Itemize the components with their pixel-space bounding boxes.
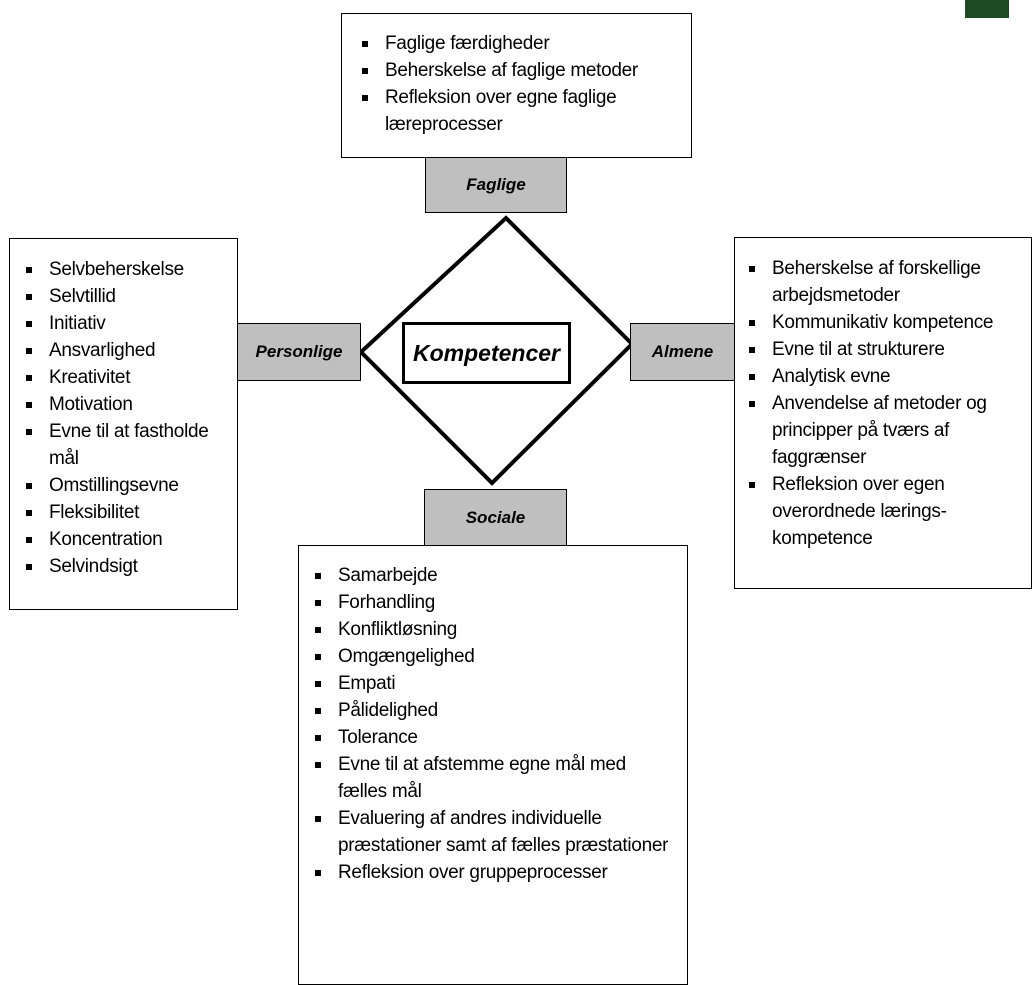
corner-logo-mark [965,0,1009,18]
list-item: Refleksion over gruppeprocesser [309,859,669,886]
list-item: Forhandling [309,589,669,616]
list-item: Selvtillid [20,283,227,310]
list-item: Anvendelse af metoder og principper på t… [743,390,1027,471]
diamond-outline [358,215,635,486]
list-item: Konfliktløsning [309,616,669,643]
list-item: Faglige færdigheder [356,30,677,57]
list-item: Evne til at fastholde mål [20,418,227,472]
list-item: Kommunikativ kompetence [743,309,1027,336]
list-item: Samarbejde [309,562,669,589]
list-item: Initiativ [20,310,227,337]
list-item: Beherskelse af faglige metoder [356,57,677,84]
list-item: Fleksibilitet [20,499,227,526]
list-item: Selvbeherskelse [20,256,227,283]
list-item: Omstillingsevne [20,472,227,499]
faglige-label: Faglige [425,157,567,213]
list-item: Evne til at strukturere [743,336,1027,363]
list-item: Evaluering af andres individuelle præsta… [309,805,669,859]
list-item: Motivation [20,391,227,418]
list-item: Selvindsigt [20,553,227,580]
list-item: Refleksion over egen overordnede lærings… [743,471,1027,552]
list-item: Evne til at afstemme egne mål med fælles… [309,751,669,805]
almene-label: Almene [630,323,735,381]
list-item: Pålidelighed [309,697,669,724]
list-item: Analytisk evne [743,363,1027,390]
personlige-label: Personlige [237,323,361,381]
almene-box: Beherskelse af forskellige arbejdsmetode… [734,237,1032,589]
list-item: Tolerance [309,724,669,751]
list-item: Refleksion over egne faglige læreprocess… [356,84,677,138]
list-item: Beherskelse af forskellige arbejdsmetode… [743,255,1027,309]
almene-list: Beherskelse af forskellige arbejdsmetode… [743,255,1027,552]
list-item: Koncentration [20,526,227,553]
list-item: Ansvarlighed [20,337,227,364]
list-item: Omgængelighed [309,643,669,670]
center-title: Kompetencer [402,322,571,384]
sociale-label: Sociale [424,489,567,546]
list-item: Kreativitet [20,364,227,391]
list-item: Empati [309,670,669,697]
